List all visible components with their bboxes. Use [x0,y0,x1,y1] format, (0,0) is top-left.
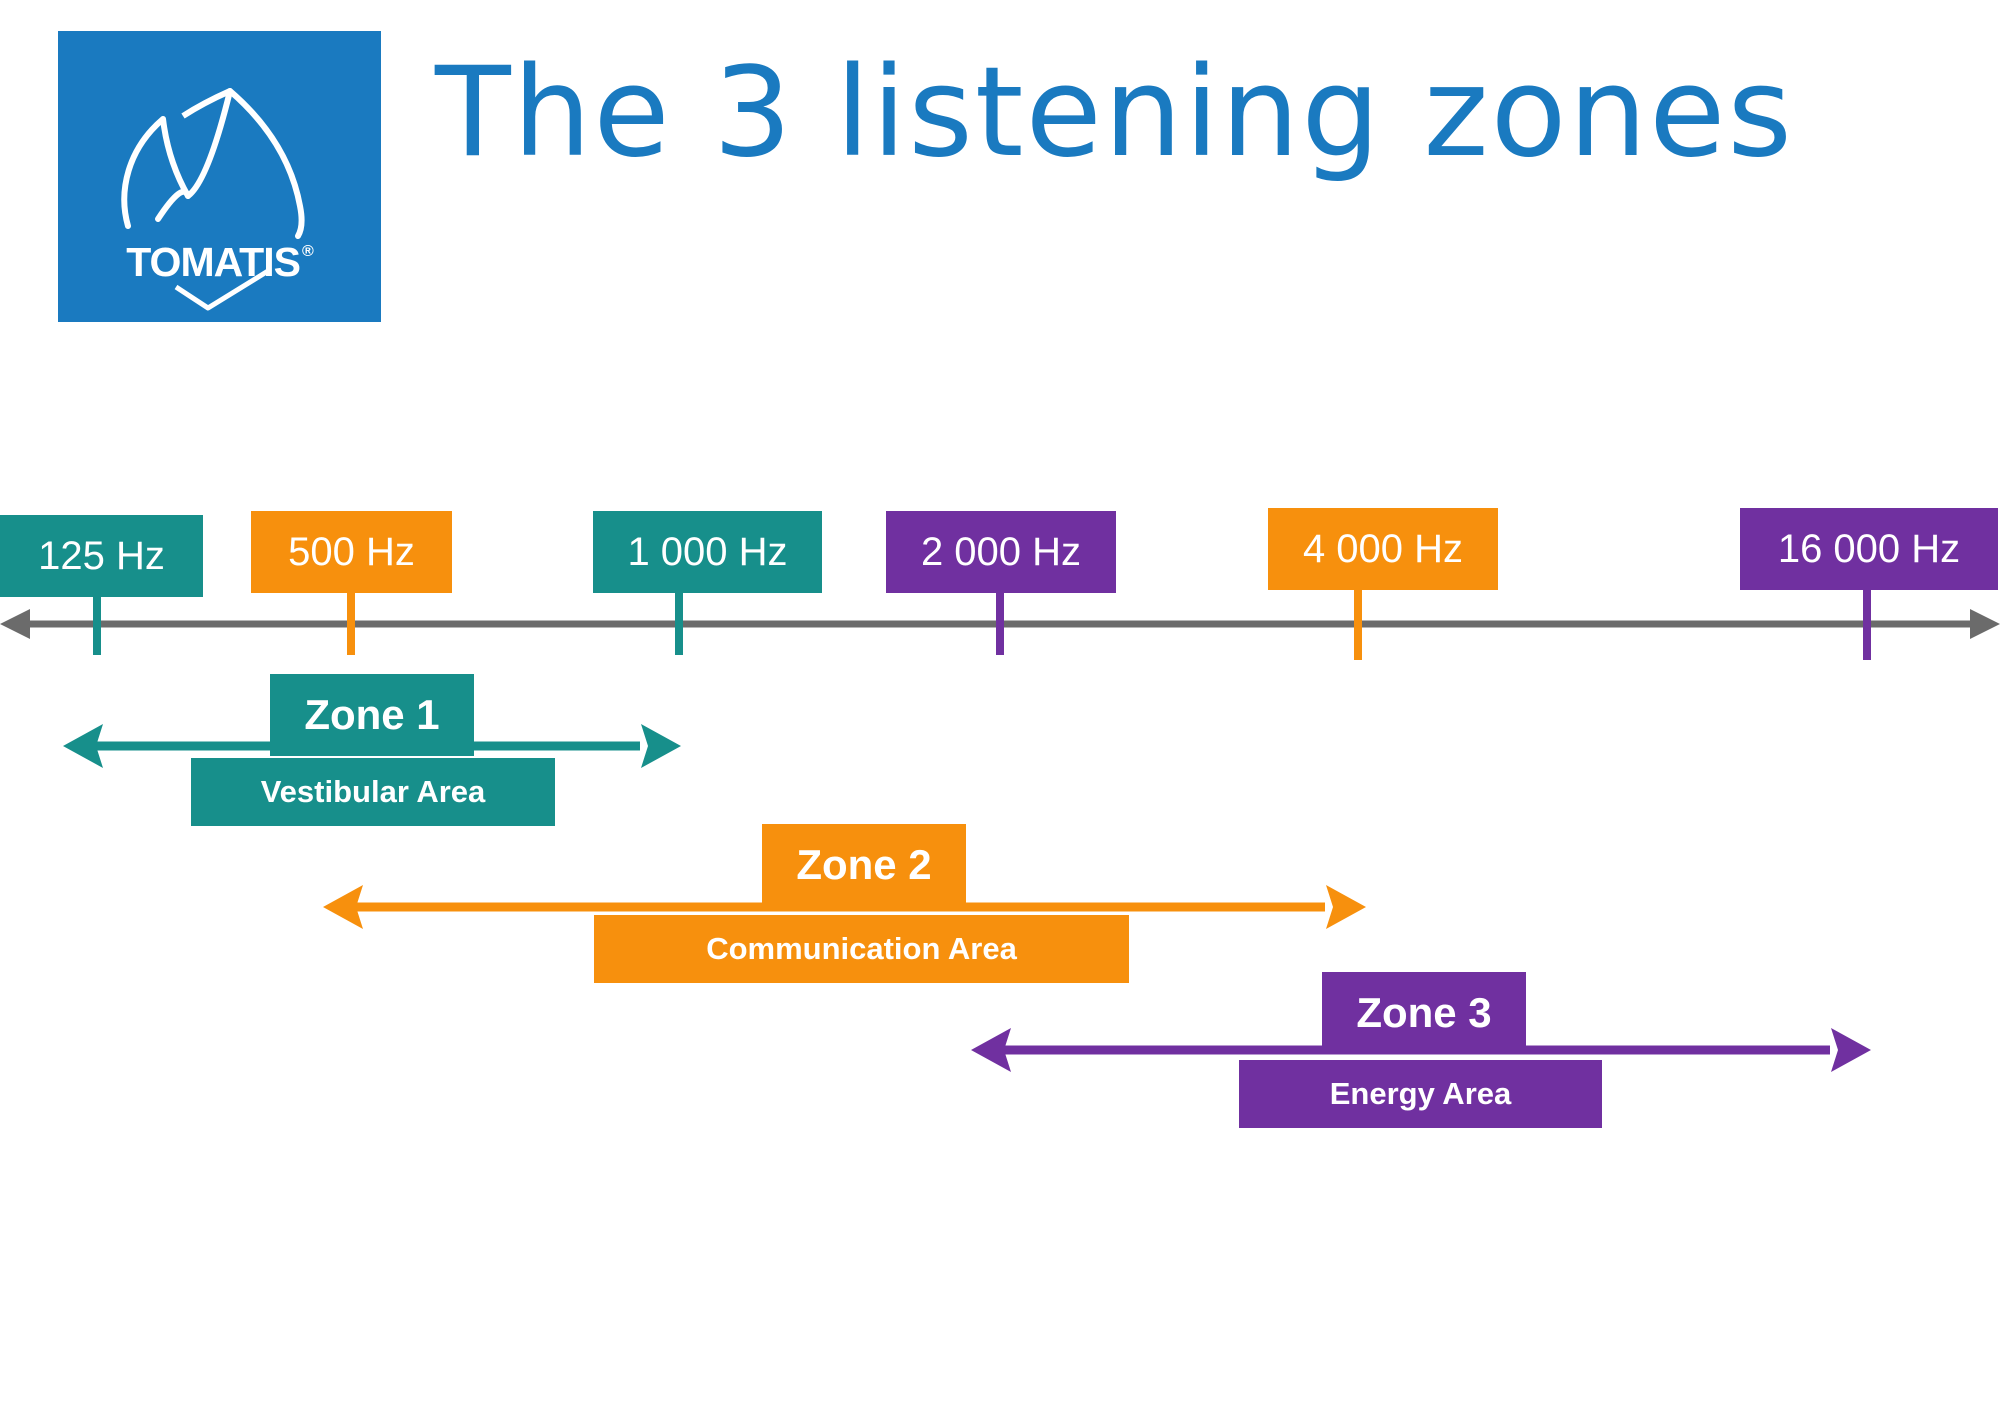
axis-right-arrowhead-icon [1970,609,2000,639]
zone-2-area-label: Communication Area [594,915,1129,983]
logo-text: TOMATIS® [126,239,313,285]
arrowhead-left-icon [971,1028,1011,1072]
arrowhead-left-icon [63,724,103,768]
freq-label-16000: 16 000 Hz [1740,508,1998,590]
axis-left-arrowhead-icon [0,609,30,639]
arrowhead-right-icon [641,724,681,768]
arrowhead-left-icon [323,885,363,929]
arrowhead-right-icon [1326,885,1366,929]
freq-label-500: 500 Hz [251,511,452,593]
arrowhead-right-icon [1831,1028,1871,1072]
freq-label-2000: 2 000 Hz [886,511,1116,593]
zone-3-area-label: Energy Area [1239,1060,1602,1128]
page-title: The 3 listening zones [435,41,1794,185]
zone-2-label: Zone 2 [762,824,966,906]
tomatis-logo: TOMATIS® [58,31,381,322]
freq-label-1000: 1 000 Hz [593,511,822,593]
zone-1-area-label: Vestibular Area [191,758,555,826]
zone-2-arrow [323,885,1366,929]
zone-3-label: Zone 3 [1322,972,1526,1054]
freq-label-4000: 4 000 Hz [1268,508,1498,590]
zone-1-label: Zone 1 [270,674,474,756]
freq-label-125: 125 Hz [0,515,203,597]
ear-logo-icon [121,88,305,311]
